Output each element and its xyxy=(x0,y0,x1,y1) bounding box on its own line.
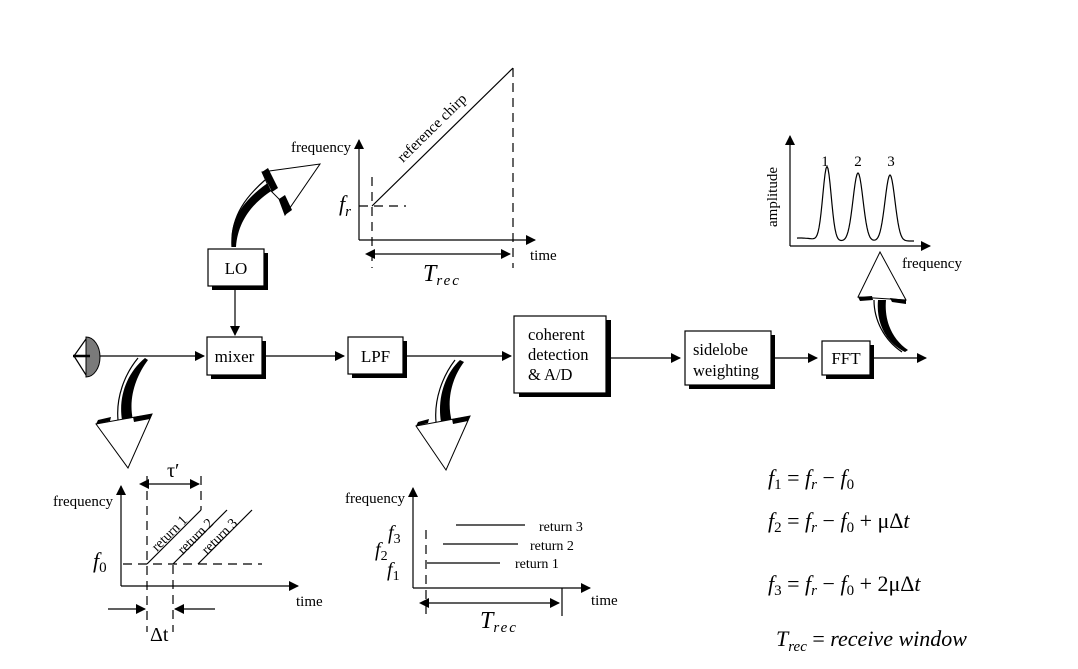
x-axis-label: frequency xyxy=(902,256,962,272)
spectrum-curve xyxy=(796,165,914,242)
beat-frequency-plot: frequency time return 1 return 2 return … xyxy=(345,487,618,636)
x-axis-label: time xyxy=(296,594,323,610)
lo-block: LO xyxy=(207,248,268,290)
equation-f2: f2 = fr − f0 + μΔt xyxy=(768,508,910,536)
reference-chirp-plot: frequency time reference chirp fr Trec xyxy=(291,67,557,289)
x-axis-label: time xyxy=(530,248,557,264)
sidelobe-label-line1: sidelobe xyxy=(693,340,748,359)
svg-text:f2 = fr − f0 + μΔt: f2 = fr − f0 + μΔt xyxy=(768,508,910,536)
return1-line xyxy=(146,509,202,565)
f2-label: f2 xyxy=(375,539,388,564)
peak-label-1: 1 xyxy=(821,154,829,170)
equation-f1: f1 = fr − f0 xyxy=(768,465,854,493)
y-axis-label: amplitude xyxy=(765,167,781,227)
mixer-label: mixer xyxy=(215,347,255,366)
equation-f3: f3 = fr − f0 + 2μΔt xyxy=(768,571,921,599)
tau-label: τ′ xyxy=(167,460,179,482)
equation-trec: Trec = receive window xyxy=(776,626,967,655)
x-axis-label: time xyxy=(591,593,618,609)
callout-arrow-antenna-to-returns xyxy=(95,357,153,469)
beat-label-return1: return 1 xyxy=(515,557,559,572)
fft-label: FFT xyxy=(831,349,861,368)
return2-line xyxy=(172,509,228,565)
coherent-label-line1: coherent xyxy=(528,325,585,344)
y-axis-label: frequency xyxy=(345,491,405,507)
returns-plot: frequency time return 1 return 2 return … xyxy=(53,460,323,646)
delta-t-label: Δt xyxy=(150,624,169,646)
callout-arrow-fft-to-spectrum xyxy=(857,250,908,353)
sidelobe-label-line2: weighting xyxy=(693,361,759,380)
y-axis-label: frequency xyxy=(53,494,113,510)
trec-label: Trec xyxy=(423,261,461,289)
coherent-detection-block: coherent detection & A/D xyxy=(513,315,611,397)
peak-label-2: 2 xyxy=(854,154,862,170)
mixer-block: mixer xyxy=(206,336,266,379)
y-axis-label: frequency xyxy=(291,140,351,156)
f0-label: f0 xyxy=(93,548,107,576)
callout-arrow-lpf-to-beat xyxy=(415,359,471,472)
reference-chirp-line xyxy=(371,67,514,207)
beat-label-return2: return 2 xyxy=(530,539,574,554)
fft-block: FFT xyxy=(821,340,874,379)
svg-text:Trec = receive window: Trec = receive window xyxy=(776,626,967,655)
reference-chirp-label: reference chirp xyxy=(395,91,471,166)
svg-text:f3 = fr − f0 + 2μΔt: f3 = fr − f0 + 2μΔt xyxy=(768,571,921,599)
coherent-label-line3: & A/D xyxy=(528,365,573,384)
fr-label: fr xyxy=(339,191,351,220)
antenna-icon xyxy=(73,336,101,378)
f1-label: f1 xyxy=(387,559,400,584)
f3-label: f3 xyxy=(388,522,401,547)
spectrum-plot: amplitude frequency 1 2 3 xyxy=(765,135,962,272)
beat-label-return3: return 3 xyxy=(539,520,583,535)
lpf-label: LPF xyxy=(361,347,390,366)
peak-label-3: 3 xyxy=(887,154,895,170)
equations: f1 = fr − f0 f2 = fr − f0 + μΔt f3 = fr … xyxy=(768,465,967,655)
trec-label: Trec xyxy=(480,608,518,636)
lpf-block: LPF xyxy=(347,336,407,378)
coherent-label-line2: detection xyxy=(528,345,588,364)
sidelobe-weighting-block: sidelobe weighting xyxy=(684,330,775,389)
return3-line xyxy=(197,509,253,565)
callout-arrow-lo-to-chirp xyxy=(231,163,322,248)
svg-text:f1 = fr − f0: f1 = fr − f0 xyxy=(768,465,854,493)
lo-label: LO xyxy=(225,259,248,278)
